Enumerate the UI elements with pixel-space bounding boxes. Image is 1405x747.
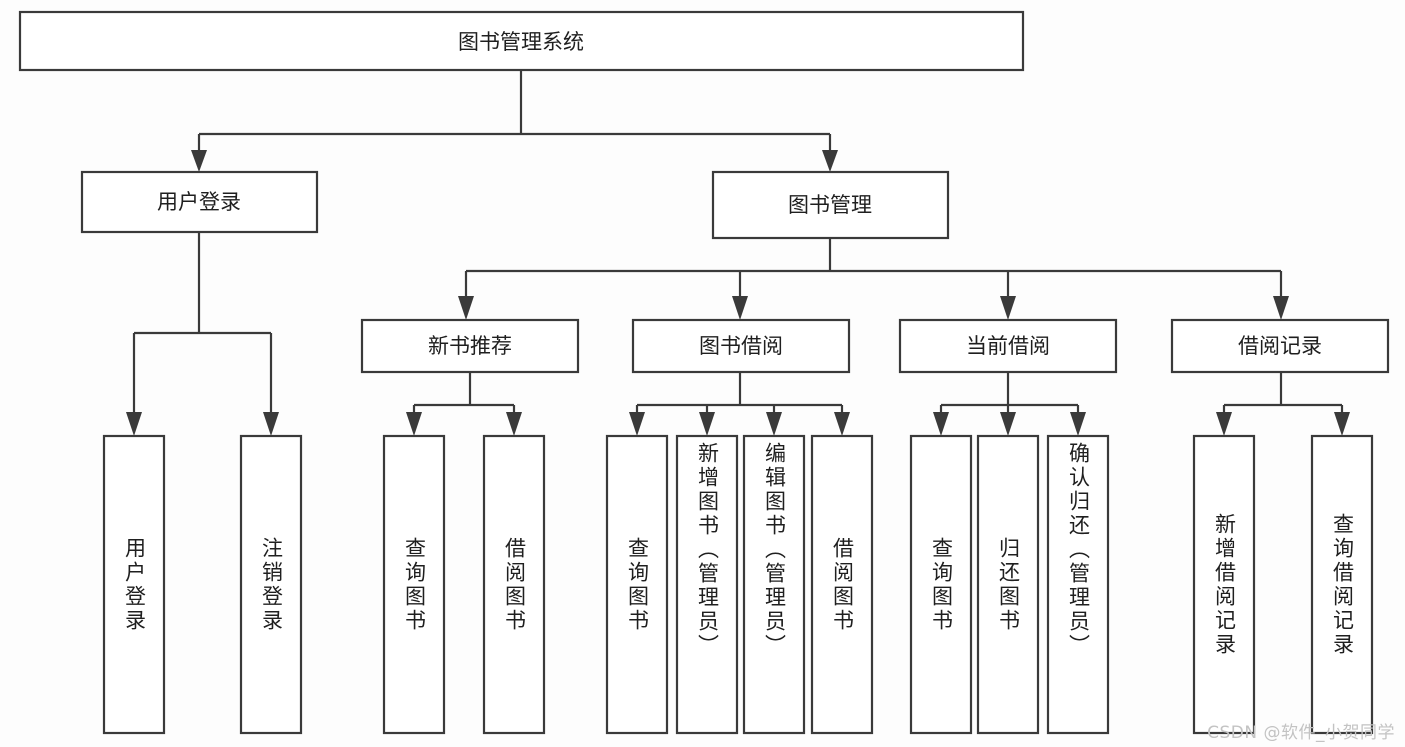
arrow-head-leaf-borrow-book-2: [834, 412, 850, 436]
leaf-box-query-book-3[interactable]: [909, 434, 973, 735]
arrow-head-leaf-confirm-return: [1070, 412, 1086, 436]
node-book-management-box[interactable]: [711, 170, 950, 240]
arrow-head-leaf-query-book-2: [629, 412, 645, 436]
arrow-head-leaf-add-book: [699, 412, 715, 436]
arrow-head-leaf-borrow-book-1: [506, 412, 522, 436]
arrow-head-leaf-query-record: [1334, 412, 1350, 436]
connector-group-root: [191, 70, 838, 172]
node-root-label: 图书管理系统: [458, 30, 584, 54]
leaf-box-borrow-book-1[interactable]: [482, 434, 546, 735]
arrow-head-leaf-query-book-1: [406, 412, 422, 436]
node-book-borrow-box[interactable]: [631, 318, 851, 374]
arrow-head-leaf-return-book: [1000, 412, 1016, 436]
node-borrow-record-box[interactable]: [1170, 318, 1390, 374]
leaf-box-confirm-return[interactable]: [1046, 434, 1110, 735]
connector-group-user-login: [126, 232, 279, 436]
leaf-box-query-book-2[interactable]: [605, 434, 669, 735]
connector-group-new-book-recommend: [406, 372, 522, 436]
leaf-box-query-record[interactable]: [1310, 434, 1374, 735]
leaf-box-add-record[interactable]: [1192, 434, 1256, 735]
arrow-head-leaf-user-logout: [263, 412, 279, 436]
connector-group-book-management: [458, 238, 1289, 320]
node-current-borrow-box[interactable]: [898, 318, 1118, 374]
node-borrow-record-label: 借阅记录: [1238, 334, 1322, 358]
arrow-head-leaf-edit-book: [766, 412, 782, 436]
arrow-head-leaf-add-record: [1216, 412, 1232, 436]
connector-group-borrow-record: [1216, 372, 1350, 436]
arrow-head-new-book-recommend: [458, 296, 474, 320]
arrow-head-book-management: [822, 150, 838, 172]
connector-group-current-borrow: [933, 372, 1086, 436]
leaf-box-add-book[interactable]: [675, 434, 739, 735]
node-new-book-recommend-box[interactable]: [360, 318, 580, 374]
leaf-box-borrow-book-2[interactable]: [810, 434, 874, 735]
leaf-box-group: [102, 434, 1374, 735]
node-root-box[interactable]: [18, 10, 1025, 72]
arrow-head-current-borrow: [1000, 296, 1016, 320]
node-user-login-label: 用户登录: [157, 190, 241, 214]
leaf-box-edit-book[interactable]: [742, 434, 806, 735]
arrow-head-user-login: [191, 150, 207, 172]
csdn-watermark: CSDN @软件_小贺同学: [1207, 723, 1395, 743]
node-user-login-box[interactable]: [80, 170, 319, 234]
node-book-borrow-label: 图书借阅: [699, 334, 783, 358]
arrow-head-leaf-query-book-3: [933, 412, 949, 436]
node-book-management-label: 图书管理: [788, 193, 872, 217]
node-new-book-recommend-label: 新书推荐: [428, 334, 512, 358]
node-current-borrow-label: 当前借阅: [966, 334, 1050, 358]
leaf-box-return-book[interactable]: [976, 434, 1040, 735]
leaf-box-user-logout[interactable]: [239, 434, 303, 735]
leaf-box-user-login[interactable]: [102, 434, 166, 735]
connector-group-book-borrow: [629, 372, 850, 436]
arrow-head-book-borrow: [732, 296, 748, 320]
leaf-box-query-book-1[interactable]: [382, 434, 446, 735]
arrow-head-borrow-record: [1273, 296, 1289, 320]
arrow-head-leaf-user-login: [126, 412, 142, 436]
